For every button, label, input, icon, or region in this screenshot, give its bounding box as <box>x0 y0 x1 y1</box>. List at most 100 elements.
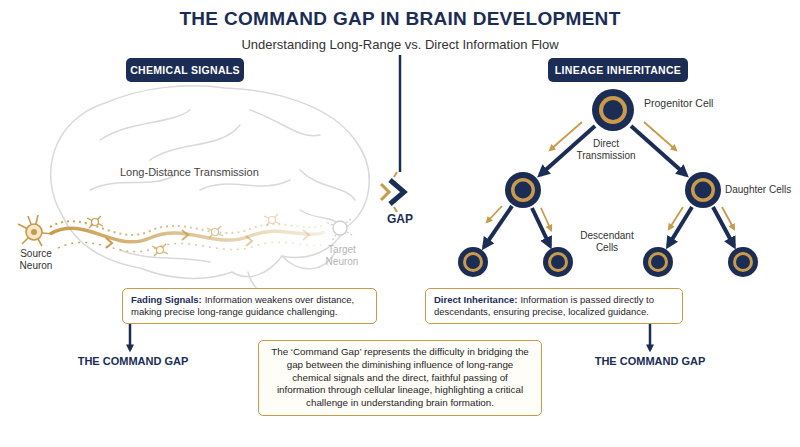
descendant-cell <box>458 247 488 277</box>
lineage-arrow <box>484 206 512 247</box>
brain-gyrus <box>100 110 190 140</box>
neuron-body <box>269 217 276 224</box>
down-arrow <box>649 324 652 350</box>
section-header: CHEMICAL SIGNALS <box>126 58 244 82</box>
box-text: Fading Signals:Information weakens over … <box>131 294 368 319</box>
box-heading: Direct Inheritance: <box>434 294 517 305</box>
cell-label: Daughter Cells <box>725 184 800 196</box>
neuron-dendrite <box>209 226 221 238</box>
cell-membrane <box>458 247 488 277</box>
cell-label: Progenitor Cell <box>644 97 754 110</box>
source-neuron <box>18 215 52 246</box>
brain-contour <box>51 86 370 279</box>
transmission-arrow <box>644 122 676 150</box>
signal-wave <box>50 228 325 242</box>
gap-tick <box>394 172 397 177</box>
transmission-arrow <box>487 206 502 222</box>
cell-membrane <box>685 172 721 208</box>
brain-gyrus <box>200 180 290 190</box>
transmission-arrow <box>550 122 582 150</box>
cell-membrane <box>592 89 634 131</box>
transmission-arrow <box>541 208 551 230</box>
neuron-dendrite <box>152 246 168 254</box>
box-text: LINEAGE INHERITANCE <box>555 64 681 76</box>
progenitor-cell <box>592 89 634 131</box>
cell-nucleus <box>695 182 712 199</box>
lineage-arrow <box>532 208 550 246</box>
signal-chevron <box>246 236 252 246</box>
neuron-body <box>26 224 42 240</box>
gap-chevron <box>381 184 389 200</box>
arrow-label: Direct Transmission <box>571 138 641 162</box>
neuron-dendrite <box>154 244 166 256</box>
neuron-body <box>333 221 347 235</box>
cell-ring <box>648 252 668 272</box>
neuron-dendrite <box>207 228 223 236</box>
target-neuron <box>326 218 354 241</box>
definition-box: The ‘Command Gap’ represents the difficu… <box>258 340 542 416</box>
conclusion-label: THE COMMAND GAP <box>585 355 715 368</box>
transmission-arrow <box>722 207 734 229</box>
cell-ring <box>691 178 715 202</box>
transmission-arrow <box>669 207 683 229</box>
gap-label: GAP <box>370 212 430 226</box>
transmission-arrows <box>487 122 734 230</box>
descendant-cell <box>543 247 573 277</box>
diagram-title: THE COMMAND GAP IN BRAIN DEVELOPMENT <box>0 8 800 30</box>
signal-chevron <box>303 230 309 240</box>
summary-box: Direct Inheritance:Information is passed… <box>425 288 683 324</box>
lineage-arrow <box>668 207 692 246</box>
cell-label: Descendant Cells <box>572 230 642 254</box>
neuron-body <box>157 247 164 254</box>
cell-ring <box>463 252 483 272</box>
neuron-label: Source Neuron <box>12 248 60 272</box>
gap-tick <box>394 207 397 212</box>
lineage-arrow <box>713 207 734 246</box>
neuron-dendrite <box>87 218 103 226</box>
cell-ring <box>548 252 568 272</box>
cell-membrane <box>505 172 541 208</box>
gap-chevron <box>390 180 404 204</box>
brain-outline <box>51 86 370 290</box>
brain-gyrus <box>250 110 320 136</box>
lineage-arrow <box>631 126 686 175</box>
box-text: The ‘Command Gap’ represents the difficu… <box>268 346 532 410</box>
daughter-cell <box>685 172 721 208</box>
neuron-dendrite <box>89 216 101 228</box>
cell-ring <box>599 96 627 124</box>
daughter-cell <box>505 172 541 208</box>
neuron-body <box>92 219 99 226</box>
neuron-nucleus <box>31 229 37 235</box>
brain-gyrus <box>300 170 355 200</box>
neuron-dendrite <box>264 216 280 224</box>
summary-box: Fading Signals:Information weakens over … <box>122 288 377 324</box>
brain-gyrus <box>150 125 240 160</box>
brain-gyrus <box>300 210 340 225</box>
cell-nucleus <box>651 255 665 269</box>
relay-neuron <box>152 244 168 256</box>
signal-chevron <box>182 230 188 240</box>
down-arrow <box>129 324 132 350</box>
box-text: Direct Inheritance:Information is passed… <box>434 294 674 319</box>
box-heading: Fading Signals: <box>131 294 202 305</box>
signal-chevron <box>106 238 112 248</box>
cell-nucleus <box>515 182 532 199</box>
cell-nucleus <box>551 255 565 269</box>
neuron-body <box>212 229 219 236</box>
section-header: LINEAGE INHERITANCE <box>548 58 688 82</box>
subtitle: Understanding Long-Range vs. Direct Info… <box>0 37 800 53</box>
conclusion-label: THE COMMAND GAP <box>68 355 198 368</box>
neuron-dendrite <box>266 214 278 226</box>
cell-ring <box>511 178 535 202</box>
cell-nucleus <box>466 255 480 269</box>
cell-ring <box>733 252 753 272</box>
cell-membrane <box>543 247 573 277</box>
cell-nucleus <box>736 255 750 269</box>
box-text: CHEMICAL SIGNALS <box>130 64 240 76</box>
cell-membrane <box>728 247 758 277</box>
relay-neuron <box>207 226 223 238</box>
descendant-cell <box>643 247 673 277</box>
signal-dots <box>58 242 325 251</box>
